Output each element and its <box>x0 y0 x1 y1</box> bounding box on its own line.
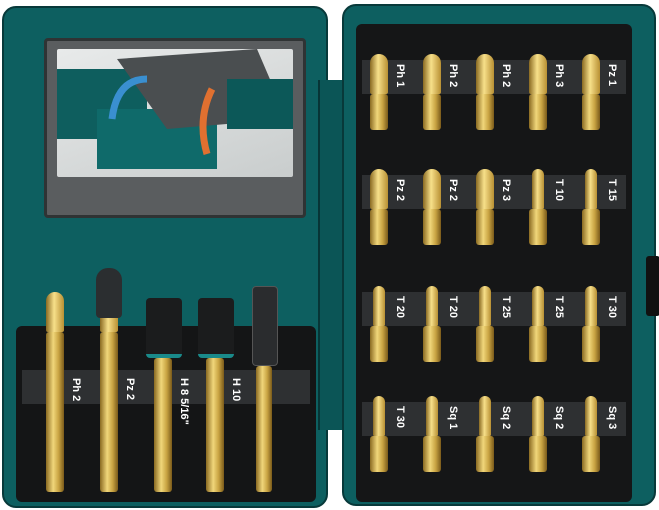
right-bit-tray: Ph 1 Ph 2 Ph 2 Ph 3 Pz 1 Pz 2 Pz 2 Pz 3 T 10 T 15… <box>356 24 632 502</box>
belt-clip <box>646 256 659 316</box>
bit-shank <box>529 326 547 362</box>
bit-tip <box>46 292 64 332</box>
bit-label: T 25 <box>500 296 512 319</box>
bit-label: T 30 <box>394 406 406 429</box>
bit-label: Pz 2 <box>447 179 459 202</box>
bit-shank <box>423 436 441 472</box>
bit-tip <box>370 54 388 94</box>
bit-tip <box>426 286 438 326</box>
bit-label: T 10 <box>553 179 565 202</box>
bit-label: Sq 2 <box>500 406 512 430</box>
bit-shank <box>154 358 172 492</box>
bit-tip <box>476 54 494 94</box>
usage-illustration <box>57 49 293 177</box>
rubber-holder <box>96 268 122 318</box>
bit-shank <box>423 326 441 362</box>
bit-shank <box>476 326 494 362</box>
bit-shank <box>529 209 547 245</box>
bit-label: T 25 <box>553 296 565 319</box>
bit-tip <box>373 396 385 436</box>
bit-label: Pz 1 <box>606 64 618 87</box>
bit-label: T 15 <box>606 179 618 202</box>
case-left-half: Ph 2 Pz 2 H 8 5/16" H 10 <box>2 6 328 508</box>
bit-shank <box>476 209 494 245</box>
bit-shank <box>370 209 388 245</box>
bit-shank <box>582 436 600 472</box>
bit-shank <box>582 209 600 245</box>
bit-label: Pz 2 <box>124 378 136 401</box>
lid-window <box>44 38 306 218</box>
bit-tip <box>423 169 441 209</box>
bit-label: Pz 3 <box>500 179 512 202</box>
bit-holder-sleeve <box>252 286 278 366</box>
magnetic-sleeve <box>198 298 234 358</box>
bit-shank <box>423 94 441 130</box>
bit-shank <box>46 332 64 492</box>
bit-tip <box>479 286 491 326</box>
case-right-half: Ph 1 Ph 2 Ph 2 Ph 3 Pz 1 Pz 2 Pz 2 Pz 3 T 10 T 15… <box>342 4 659 506</box>
bit-shank <box>476 436 494 472</box>
bit-tip <box>582 54 600 94</box>
bit-shank <box>256 366 272 492</box>
left-bit-tray: Ph 2 Pz 2 H 8 5/16" H 10 <box>16 268 316 502</box>
bit-tip <box>585 396 597 436</box>
bit-tip <box>426 396 438 436</box>
bit-shank <box>370 326 388 362</box>
bit-tip <box>476 169 494 209</box>
bit-tip <box>532 396 544 436</box>
bit-label: T 20 <box>394 296 406 319</box>
bit-tip <box>532 286 544 326</box>
open-case-illustration <box>57 49 293 169</box>
bit-shank <box>100 332 118 492</box>
bit-shank <box>476 94 494 130</box>
bit-label: Sq 1 <box>447 406 459 430</box>
bit-label: Ph 3 <box>553 64 565 88</box>
bit-label: Pz 2 <box>394 179 406 202</box>
label-band <box>362 402 626 436</box>
bit-shank <box>529 94 547 130</box>
bit-tip <box>373 286 385 326</box>
bit-label: Sq 3 <box>606 406 618 430</box>
label-band <box>362 292 626 326</box>
bit-tip <box>423 54 441 94</box>
bit-shank <box>370 436 388 472</box>
bit-label: H 8 5/16" <box>178 378 190 425</box>
label-band <box>362 175 626 209</box>
bit-tip <box>585 169 597 209</box>
bit-shank <box>370 94 388 130</box>
bit-label: T 20 <box>447 296 459 319</box>
bit-tip <box>479 396 491 436</box>
magnetic-sleeve <box>146 298 182 358</box>
bit-label: Ph 2 <box>70 378 82 402</box>
bit-shank <box>529 436 547 472</box>
bit-label: Sq 2 <box>553 406 565 430</box>
bit-label: Ph 2 <box>500 64 512 88</box>
bit-tip <box>370 169 388 209</box>
bit-shank <box>582 326 600 362</box>
bit-shank <box>582 94 600 130</box>
bit-shank <box>206 358 224 492</box>
bit-tip <box>585 286 597 326</box>
bit-tip <box>529 54 547 94</box>
bit-label: H 10 <box>230 378 242 402</box>
bit-label: T 30 <box>606 296 618 319</box>
bit-label: Ph 1 <box>394 64 406 88</box>
bit-label: Ph 2 <box>447 64 459 88</box>
bit-tip <box>532 169 544 209</box>
bit-shank <box>423 209 441 245</box>
